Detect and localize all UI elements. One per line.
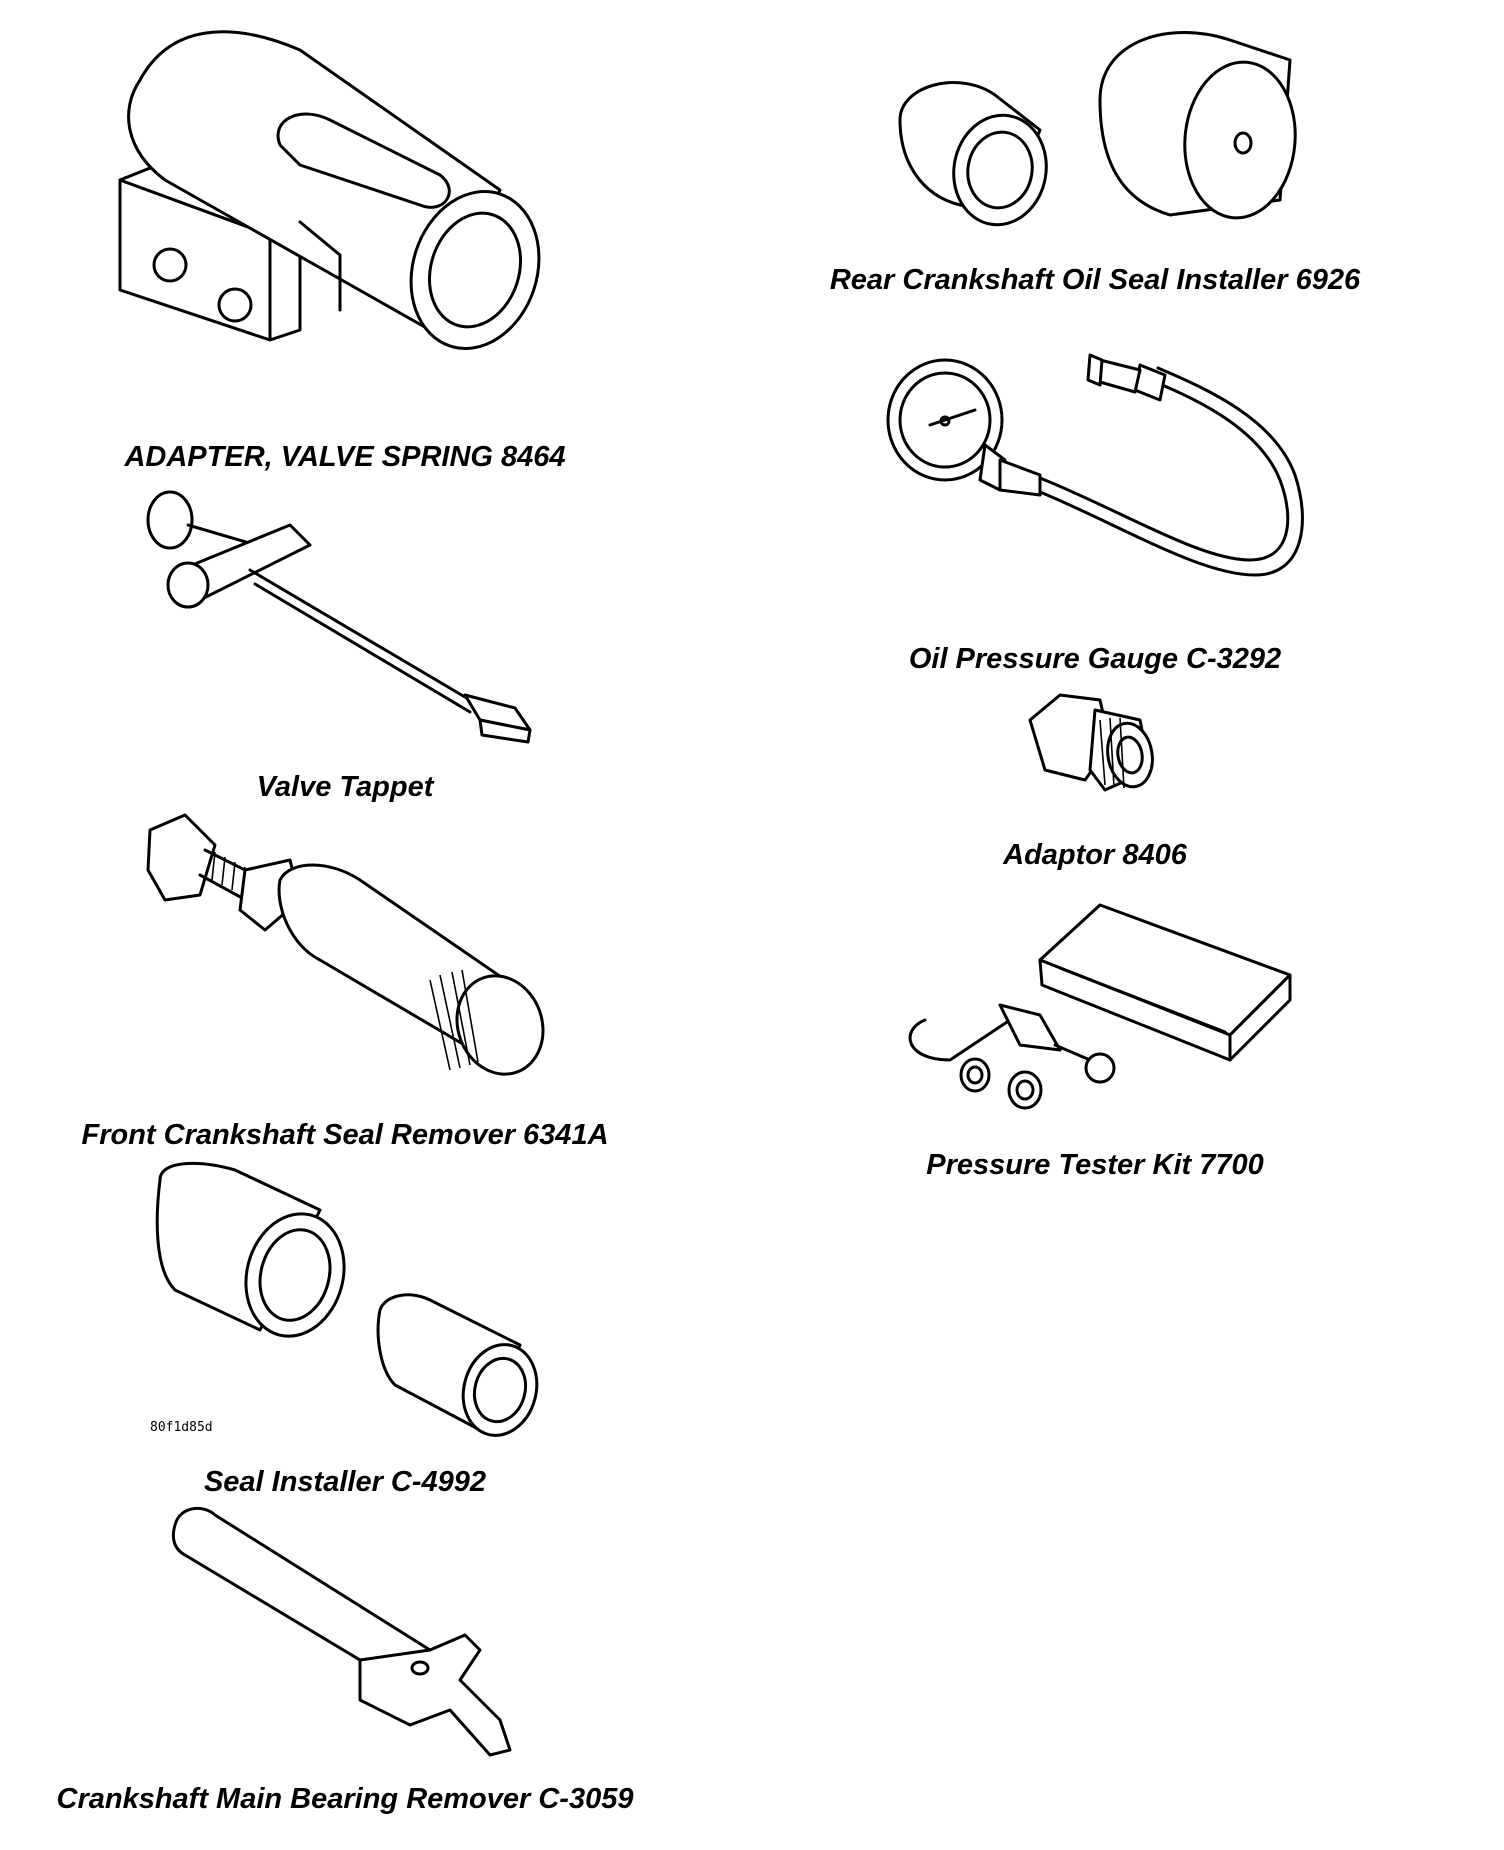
caption-front-crank-seal-remover: Front Crankshaft Seal Remover 6341A: [81, 1119, 609, 1151]
front-crank-seal-remover-drawing: [146, 813, 545, 1076]
adaptor-drawing: [1028, 693, 1154, 792]
main-bearing-remover-drawing: [171, 1506, 512, 1757]
rear-crank-seal-installer-drawing: [898, 31, 1297, 227]
caption-seal-installer: Seal Installer C-4992: [203, 1466, 487, 1498]
caption-pressure-tester-kit: Pressure Tester Kit 7700: [926, 1149, 1264, 1181]
oil-pressure-gauge-drawing: [886, 353, 1304, 577]
figure-id: 80f1d85d: [150, 1420, 213, 1435]
caption-adaptor: Adaptor 8406: [1003, 839, 1187, 871]
caption-valve-spring-adapter: ADAPTER, VALVE SPRING 8464: [124, 441, 566, 473]
caption-oil-pressure-gauge: Oil Pressure Gauge C-3292: [908, 643, 1282, 675]
caption-rear-crank-seal-installer: Rear Crankshaft Oil Seal Installer 6926: [829, 264, 1361, 296]
pressure-tester-kit-drawing: [908, 903, 1292, 1110]
caption-main-bearing-remover: Crankshaft Main Bearing Remover C-3059: [56, 1783, 634, 1815]
valve-tappet-drawing: [146, 490, 532, 744]
seal-installer-drawing: [155, 1161, 539, 1437]
caption-valve-tappet: Valve Tappet: [256, 771, 434, 803]
valve-spring-adapter-drawing: [118, 30, 541, 350]
